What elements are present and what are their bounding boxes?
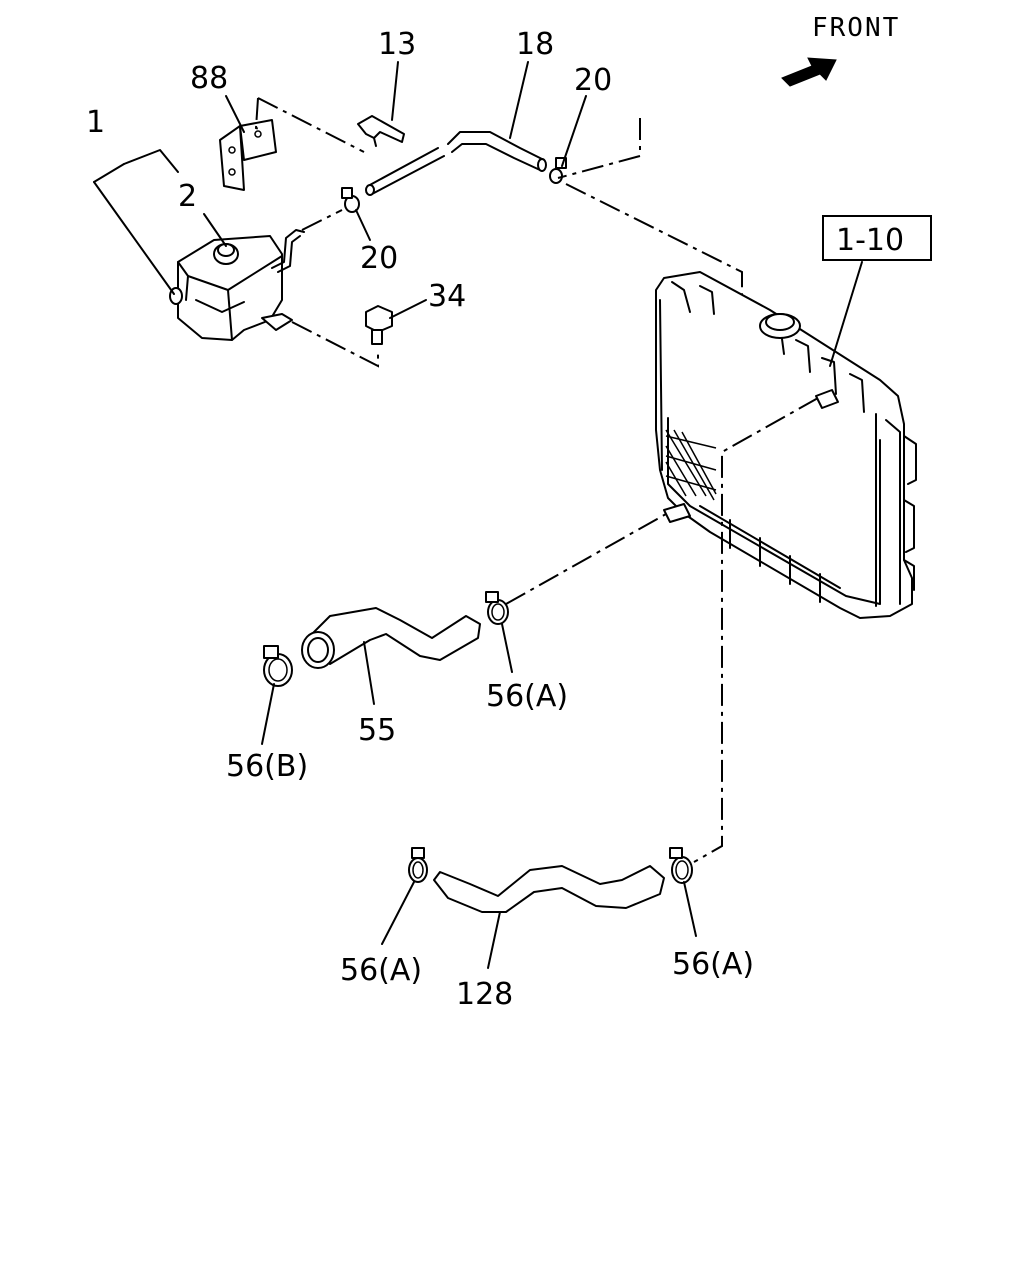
- leader-lines: [93, 61, 697, 969]
- assembly-lines-lower: [505, 397, 819, 863]
- hose-clamp-56b: [263, 645, 293, 687]
- callout-20-top: 20: [574, 63, 612, 98]
- callout-1: 1: [86, 105, 105, 140]
- radiator-hose-upper: [301, 607, 481, 669]
- front-label: FRONT: [812, 13, 900, 43]
- tank-bracket: [219, 119, 277, 191]
- callout-2: 2: [178, 179, 197, 214]
- radiator-callout: 1-10: [822, 215, 932, 367]
- reservoir-cap: [213, 243, 239, 265]
- callout-13: 13: [378, 27, 416, 62]
- callout-56a-lower-left: 56(A): [340, 953, 422, 988]
- hose-clamp-56a-lower-left: [408, 847, 428, 883]
- hose-clamp-middle: [341, 187, 360, 213]
- hose-clip: [357, 115, 405, 147]
- front-indicator: FRONT: [781, 13, 900, 87]
- callout-55: 55: [358, 713, 396, 748]
- hose-clamp-56a-upper: [485, 591, 509, 625]
- overflow-hose: [365, 131, 547, 196]
- callout-labels: 1 2 88 13 18 20 20 34 56(A) 55 56(B) 56(…: [86, 27, 754, 1012]
- radiator-assembly: [655, 271, 917, 619]
- hose-clamp-56a-lower-right: [669, 847, 693, 884]
- callout-128: 128: [456, 977, 513, 1012]
- hose-clamp-upper: [549, 157, 567, 184]
- callout-34: 34: [428, 279, 466, 314]
- callout-20-middle: 20: [360, 241, 398, 276]
- callout-88: 88: [190, 61, 228, 96]
- radiator-callout-label: 1-10: [836, 223, 904, 258]
- reservoir-tank: [169, 229, 305, 341]
- callout-56b: 56(B): [226, 749, 308, 784]
- assembly-lines-upper: [254, 97, 743, 368]
- radiator-hose-lower: [433, 865, 665, 913]
- front-arrow-icon: [781, 57, 837, 87]
- mounting-bolt: [365, 305, 393, 345]
- callout-56a-upper: 56(A): [486, 679, 568, 714]
- callout-56a-lower-right: 56(A): [672, 947, 754, 982]
- callout-18: 18: [516, 27, 554, 62]
